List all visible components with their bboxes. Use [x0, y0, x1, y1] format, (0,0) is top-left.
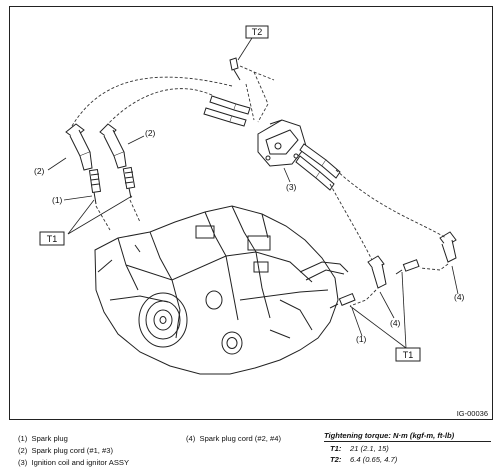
- callout-1-lower: (1): [356, 334, 367, 344]
- torque-box-t1-left: T1: [39, 231, 65, 246]
- callout-2-left: (2): [34, 166, 45, 176]
- crank-pulley: [138, 292, 188, 348]
- t1-left-label: T1: [47, 234, 58, 244]
- figure-code: IG-00036: [456, 409, 488, 418]
- callout-2-upper: (2): [145, 128, 156, 138]
- cord-routing-dashed: [71, 65, 449, 307]
- spark-plug-right: [329, 259, 420, 309]
- leader-lines: [47, 37, 459, 349]
- ignition-coil-assy: [257, 119, 307, 167]
- torque-box-t2: T2: [245, 25, 269, 39]
- torque-title: Tightening torque: N·m (kgf-m, ft-lb): [324, 431, 491, 442]
- legend-item-2: (2) Spark plug cord (#1, #3): [18, 446, 113, 455]
- diagram-frame: [9, 6, 493, 420]
- callout-4-lower: (4): [390, 318, 401, 328]
- torque-spec: Tightening torque: N·m (kgf-m, ft-lb) T1…: [324, 431, 491, 464]
- coil-output-boots: [203, 95, 341, 191]
- idler-pulley: [205, 290, 243, 355]
- legend-item-1: (1) Spark plug: [18, 434, 68, 443]
- t2-label: T2: [252, 27, 263, 37]
- torque-row-t2: T2:6.4 (0.65, 4.7): [330, 455, 398, 464]
- callout-1-left: (1): [52, 195, 63, 205]
- legend: (1) Spark plug (2) Spark plug cord (#1, …: [18, 428, 488, 472]
- spark-plug-cord-left-1: [65, 123, 93, 171]
- callout-3: (3): [286, 182, 297, 192]
- spark-plug-cord-right: [367, 231, 457, 289]
- spark-plug-cord-left-2: [99, 123, 127, 169]
- legend-item-3: (3) Ignition coil and ignitor ASSY: [18, 458, 130, 467]
- torque-box-t1-right: T1: [395, 347, 421, 362]
- legend-item-4: (4) Spark plug cord (#2, #4): [186, 434, 281, 443]
- spark-plug-left-1: [88, 168, 102, 205]
- callout-4-right: (4): [454, 292, 465, 302]
- torque-row-t1: T1:21 (2.1, 15): [330, 444, 389, 453]
- t1-right-label: T1: [403, 350, 414, 360]
- t2-bolt: [229, 57, 241, 81]
- spark-plug-left-2: [122, 166, 136, 199]
- engine-block: [94, 205, 349, 375]
